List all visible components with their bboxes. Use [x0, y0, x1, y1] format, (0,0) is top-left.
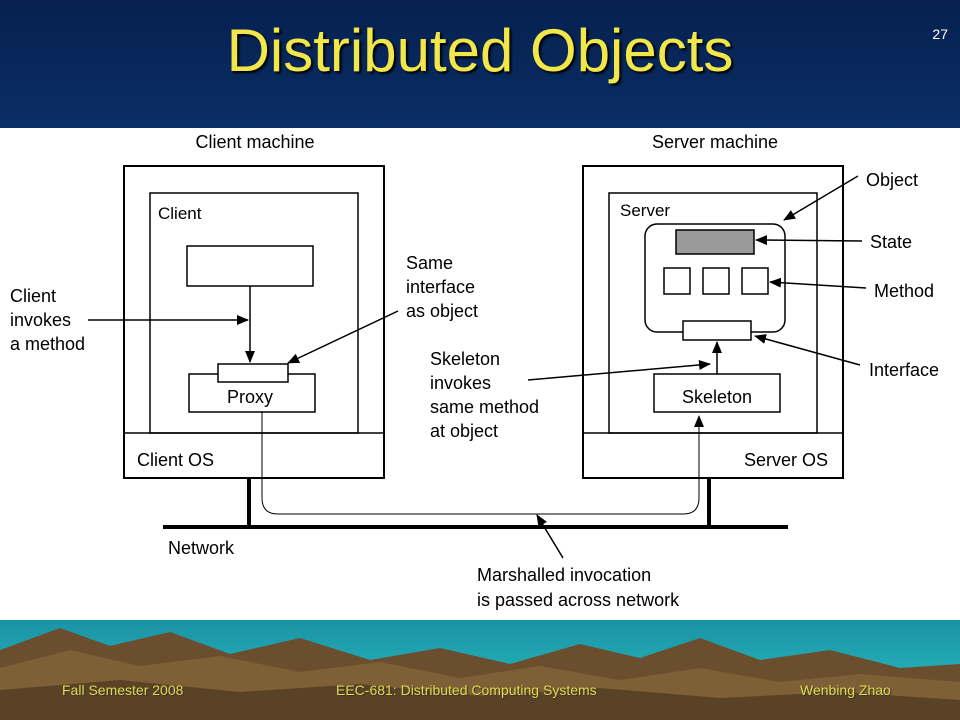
skeleton-invokes-label: Skeleton invokes same method at object	[430, 349, 544, 441]
interface-label: Interface	[869, 360, 939, 380]
interface-arrow	[754, 334, 861, 366]
method-box-1	[663, 267, 691, 295]
object-arrow	[783, 175, 859, 221]
state-box	[675, 229, 755, 255]
same-interface-arrow	[287, 310, 399, 364]
method-label: Method	[874, 281, 934, 301]
client-app-box	[186, 245, 314, 287]
object-label: Object	[866, 170, 918, 190]
same-interface-label: Same interface as object	[406, 253, 480, 321]
server-os-label: Server OS	[744, 450, 828, 470]
skeleton-invokes-arrow	[527, 359, 711, 381]
network-label: Network	[168, 538, 235, 558]
client-label: Client	[158, 204, 202, 223]
client-box	[149, 192, 359, 434]
skeleton-label: Skeleton	[682, 387, 752, 407]
distributed-objects-diagram: Client machine Client Proxy Client OS Se…	[10, 132, 939, 610]
server-machine-label: Server machine	[652, 132, 778, 152]
marshalled-arrow	[536, 514, 564, 559]
state-label: State	[870, 232, 912, 252]
object-interface	[682, 320, 752, 341]
client-invokes-label: Client invokes a method	[10, 286, 85, 354]
slide-title: Distributed Objects	[226, 17, 734, 84]
server-machine-box	[582, 165, 844, 479]
method-box-2	[702, 267, 730, 295]
client-machine-box	[123, 165, 385, 479]
state-arrow	[755, 235, 863, 246]
mountain-illustration	[0, 628, 960, 720]
server-label: Server	[620, 201, 670, 220]
client-machine-label: Client machine	[195, 132, 314, 152]
invocation-path	[261, 412, 704, 515]
method-arrow	[769, 277, 867, 289]
marshalled-label: Marshalled invocation is passed across n…	[477, 565, 680, 610]
slide-footer: Fall Semester 2008 EEC-681: Distributed …	[0, 620, 960, 720]
page-number: 27	[932, 26, 948, 42]
client-os-label: Client OS	[137, 450, 214, 470]
slide-header: Distributed Objects 27	[0, 0, 960, 128]
footer-course: EEC-681: Distributed Computing Systems	[336, 682, 597, 698]
skeleton-box	[653, 373, 781, 413]
proxy-interface	[217, 363, 289, 383]
footer-author: Wenbing Zhao	[800, 682, 891, 698]
proxy-label: Proxy	[227, 387, 273, 407]
footer-semester: Fall Semester 2008	[62, 682, 184, 698]
server-box	[608, 192, 818, 434]
method-box-3	[741, 267, 769, 295]
